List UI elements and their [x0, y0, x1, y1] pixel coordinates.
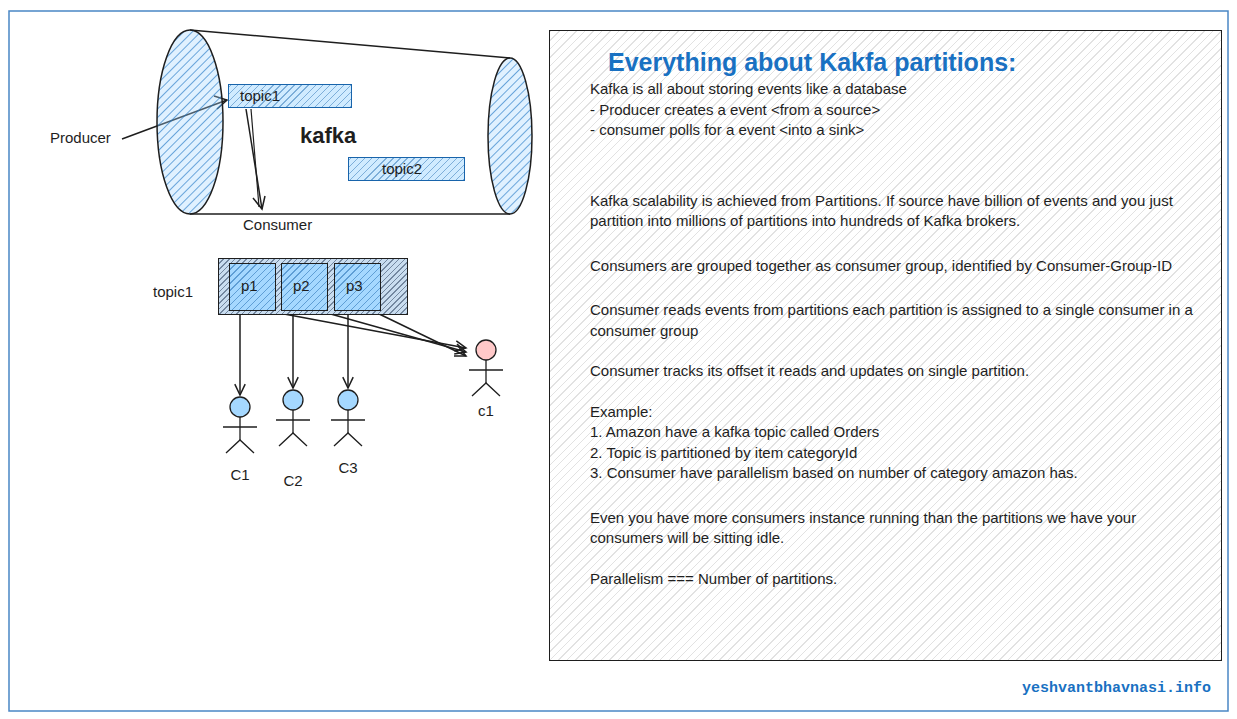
text-holder: topic1 — [240, 87, 280, 105]
figure-arms — [331, 419, 365, 420]
figure-head — [230, 397, 250, 417]
figure-legs — [334, 433, 362, 446]
cylinder-bottom — [190, 213, 510, 215]
text-holder: C3 — [328, 459, 368, 477]
consumer-figure: C3 — [328, 388, 368, 480]
note-text: 1. Amazon have a kafka topic called Orde… — [590, 422, 1199, 443]
connector-arrow — [320, 311, 466, 354]
consumer-label: Consumer — [243, 216, 312, 234]
note-text: - Producer creates a event <from a sourc… — [590, 100, 1199, 121]
note-text: 3. Consumer have parallelism based on nu… — [590, 463, 1199, 484]
arrow-head — [235, 384, 245, 395]
note-text: - consumer polls for a event <into a sin… — [590, 120, 1199, 141]
consumer-arrow — [246, 109, 262, 209]
cylinder-end-fill — [488, 58, 532, 214]
text-holder: p3 — [346, 277, 363, 295]
figure-arms — [276, 419, 310, 420]
note-text: Parallelism === Number of partitions. — [590, 569, 1199, 590]
note-text: Even you have more consumers instance ru… — [590, 508, 1199, 549]
arrow-head — [288, 377, 298, 388]
connector-line — [347, 311, 349, 388]
connector-arrow — [268, 311, 466, 351]
arrow-head — [454, 347, 466, 356]
cluster-name: kafka — [300, 123, 356, 149]
topic-box: topic2 — [348, 157, 465, 181]
consumer-name: c1 — [478, 402, 494, 420]
partitioned-topic-box: topic1p1p2p3 — [218, 258, 408, 315]
text-holder: yeshvantbhavnasi.info — [1022, 678, 1211, 698]
notes-panel: Everything about Kakfa partitions:Kafka … — [549, 30, 1222, 661]
watermark: yeshvantbhavnasi.info — [1022, 680, 1211, 698]
consumer-arrow-stroke — [251, 109, 259, 207]
figure-legs — [226, 440, 254, 453]
partition-name: p3 — [346, 277, 363, 295]
note-text: Example: — [590, 402, 1199, 423]
connector-arrow — [288, 311, 298, 388]
cylinder-end — [488, 58, 532, 214]
partition-box: p3 — [334, 263, 381, 311]
cylinder-end — [157, 30, 223, 214]
connector-line — [239, 311, 241, 395]
figure-body — [485, 360, 486, 383]
cylinder-end-fill — [157, 30, 223, 214]
connector-arrow — [373, 311, 466, 356]
partition-box: p2 — [281, 263, 328, 311]
partition-box: p1 — [229, 263, 276, 311]
figure-arms — [223, 426, 257, 427]
figure-body — [239, 417, 240, 440]
note-text: Kafka is all about storing events like a… — [590, 79, 1199, 100]
consumer-arrow-head — [253, 196, 265, 209]
topic-name: topic1 — [240, 87, 280, 105]
note-text: 2. Topic is partitioned by item category… — [590, 443, 1199, 464]
topic-name: topic2 — [382, 160, 422, 178]
page-frame — [9, 11, 1228, 711]
partition-name: p2 — [293, 277, 310, 295]
kafka-cylinder: kafka topic1 topic2 — [155, 26, 535, 222]
text-holder: kafka — [300, 123, 356, 149]
text-holder: c1 — [466, 402, 506, 420]
consumer-name: C3 — [338, 459, 357, 477]
text-holder: C2 — [273, 472, 313, 490]
figure-arms — [469, 369, 503, 370]
figure-head — [283, 390, 303, 410]
cylinder-top — [190, 30, 510, 58]
text-holder: p2 — [293, 277, 310, 295]
figure-head — [476, 340, 496, 360]
consumer-figure: c1 — [466, 338, 506, 420]
topic-name: topic1 — [153, 283, 193, 301]
note-text: Consumers are grouped together as consum… — [590, 256, 1199, 277]
text-holder: p1 — [241, 277, 258, 295]
consumer-figure: C1 — [220, 395, 260, 487]
text-holder: C1 — [220, 466, 260, 484]
figure-body — [292, 410, 293, 433]
figure-body — [347, 410, 348, 433]
partition-name: p1 — [241, 277, 258, 295]
figure-head — [338, 390, 358, 410]
figure-legs — [279, 433, 307, 446]
producer-label: Producer — [50, 129, 111, 147]
consumer-name: C2 — [283, 472, 302, 490]
text-holder: topic2 — [382, 160, 422, 178]
text-holder: Consumer — [243, 216, 312, 234]
consumer-figure: C2 — [273, 388, 313, 490]
connector-line — [292, 311, 294, 388]
text-holder: Producer — [50, 129, 111, 147]
arrow-head — [343, 377, 353, 388]
note-text: Kafka scalability is achieved from Parti… — [590, 191, 1199, 232]
topic-box: topic1 — [228, 84, 352, 108]
connector-arrow — [235, 311, 245, 395]
note-text: Consumer reads events from partitions ea… — [590, 300, 1199, 341]
connector-line — [373, 311, 466, 356]
figure-legs — [472, 383, 500, 396]
text-holder: topic1 — [153, 283, 193, 301]
consumer-name: C1 — [230, 466, 249, 484]
panel-title: Everything about Kakfa partitions: — [608, 47, 1199, 77]
note-text: Consumer tracks its offset it reads and … — [590, 361, 1199, 382]
connector-arrow — [343, 311, 353, 388]
